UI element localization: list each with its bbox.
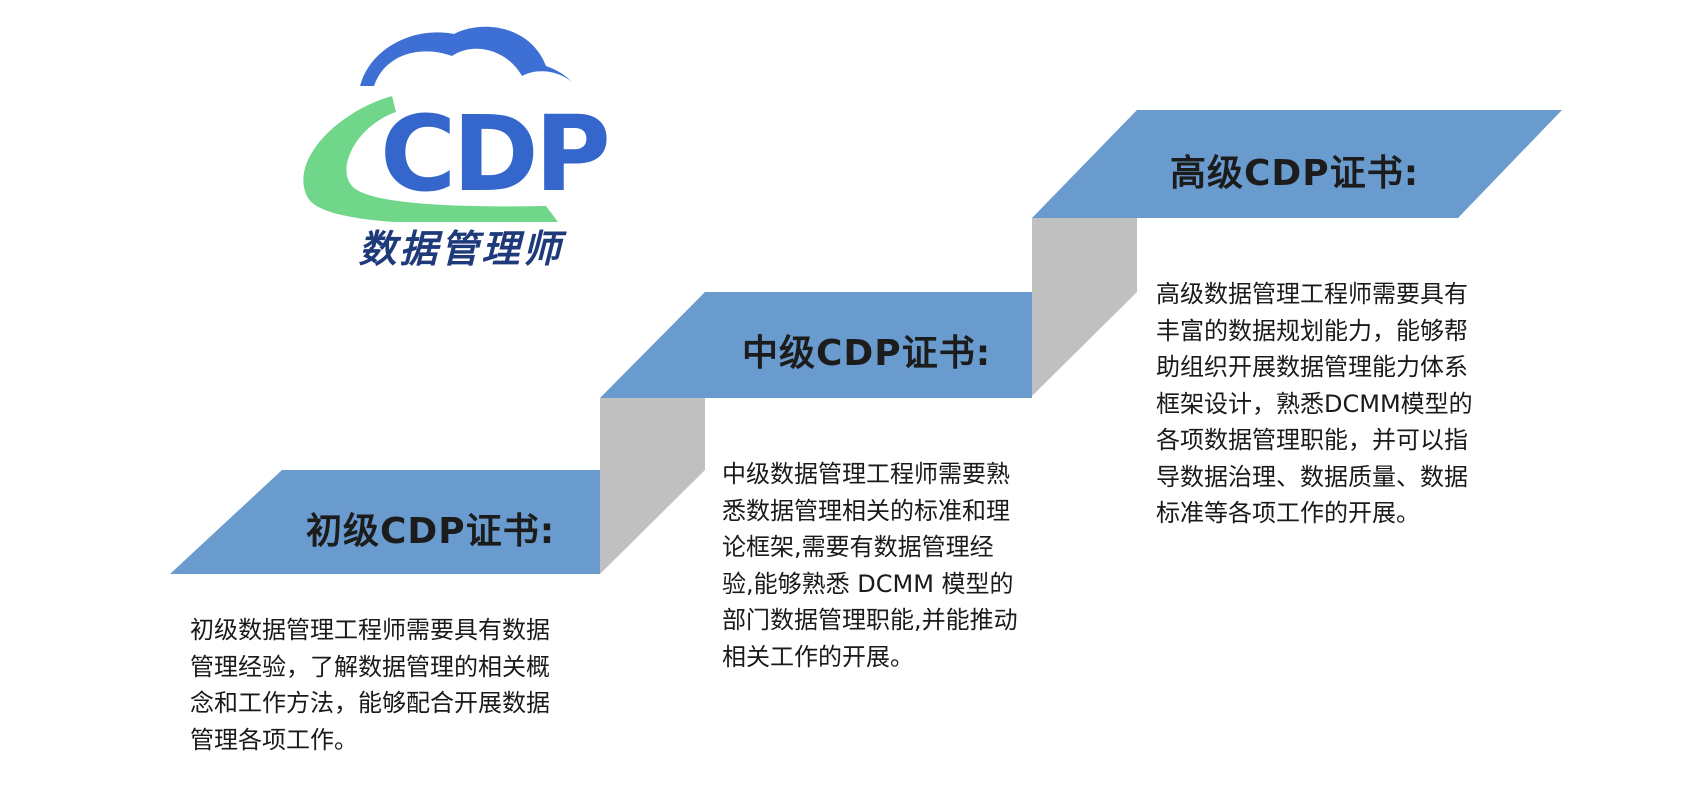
step-title-senior: 高级CDP证书: (1170, 153, 1420, 194)
riser-2 (1032, 218, 1137, 396)
step-title-junior: 初级CDP证书: (306, 511, 556, 552)
step-title-intermediate: 中级CDP证书: (742, 333, 992, 374)
step-shape-1 (170, 470, 600, 574)
logo-caption: 数据管理师 (358, 227, 564, 271)
step-shape-3 (1032, 110, 1562, 218)
cloud-logo-icon: CDP (303, 26, 611, 222)
cdp-logo: CDP 数据管理师 (296, 22, 626, 282)
step-description-junior: 初级数据管理工程师需要具有数据 管理经验，了解数据管理的相关概 念和工作方法，能… (190, 616, 550, 754)
riser-1 (600, 398, 705, 574)
step-description-intermediate: 中级数据管理工程师需要熟 悉数据管理相关的标准和理 论框架,需要有数据管理经 验… (722, 460, 1018, 671)
step-description-senior: 高级数据管理工程师需要具有 丰富的数据规划能力，能够帮 助组织开展数据管理能力体… (1156, 280, 1473, 527)
logo-brand-text: CDP (380, 93, 607, 215)
step-shape-2 (600, 292, 1032, 398)
